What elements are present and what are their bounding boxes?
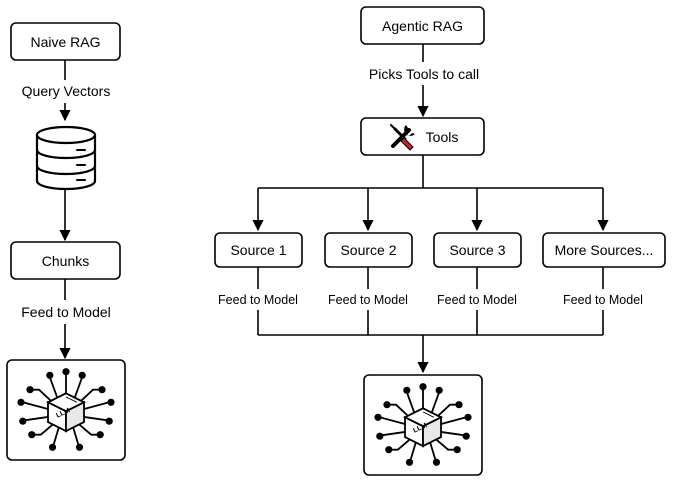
llm-chip-icon: LLM xyxy=(16,367,116,452)
agentic-rag-title: Agentic RAG xyxy=(382,18,463,34)
source-more-box xyxy=(542,232,666,268)
llm-chip-icon: LLM xyxy=(373,382,473,467)
source-1-label: Source 1 xyxy=(230,242,286,258)
source-2-label: Source 2 xyxy=(340,242,396,258)
tools-label: Tools xyxy=(426,129,459,145)
naive-feed-label: Feed to Model xyxy=(21,304,111,320)
chunks-label: Chunks xyxy=(42,253,89,269)
picks-tools-label: Picks Tools to call xyxy=(369,66,479,82)
source-3-feed-label: Feed to Model xyxy=(437,293,517,307)
tools-box xyxy=(360,117,485,156)
naive-rag-title: Naive RAG xyxy=(30,34,100,50)
source-2-feed-label: Feed to Model xyxy=(328,293,408,307)
source-more-feed-label: Feed to Model xyxy=(563,293,643,307)
query-vectors-label: Query Vectors xyxy=(22,83,111,99)
tools-icon xyxy=(390,124,415,151)
source-more-label: More Sources... xyxy=(555,242,654,258)
source-1-feed-label: Feed to Model xyxy=(218,293,298,307)
database-icon xyxy=(35,125,97,191)
source-3-label: Source 3 xyxy=(449,242,505,258)
